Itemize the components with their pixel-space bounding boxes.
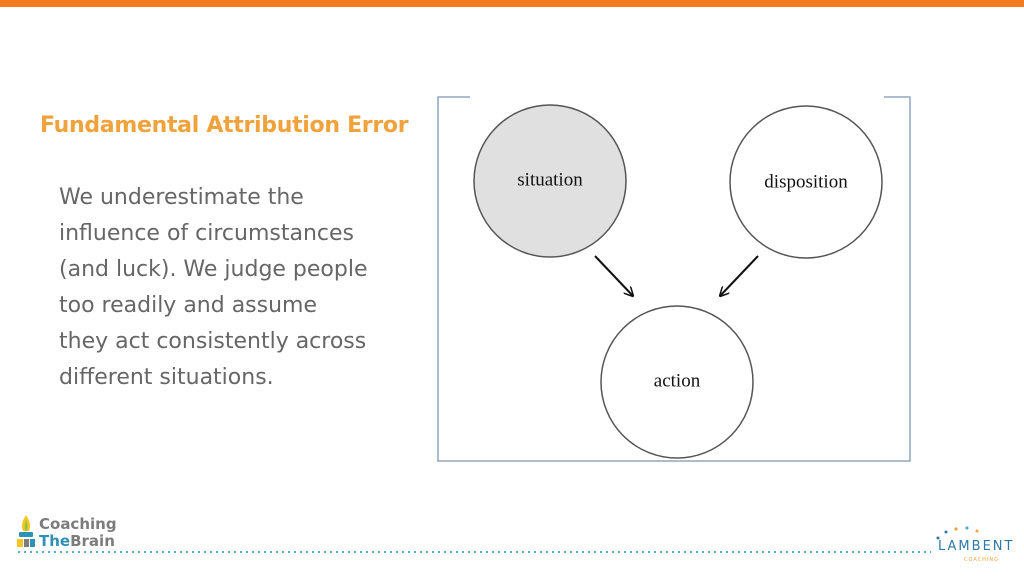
situation-circle: [473, 104, 627, 258]
slide-body-text: We underestimate the influence of circum…: [59, 180, 429, 396]
logo-text-coaching: Coaching: [39, 515, 117, 533]
attribution-diagram: situation disposition action: [437, 96, 911, 462]
lightbulb-icon: [17, 515, 35, 547]
action-label: action: [654, 370, 701, 391]
disposition-label: disposition: [764, 171, 848, 192]
disposition-circle: [729, 105, 883, 259]
logo-text-brain: Brain: [70, 532, 115, 550]
diagram-canvas: situation disposition action: [437, 96, 911, 462]
sparkle-dots-icon: [936, 526, 979, 540]
arrow-situation-to-action: [594, 255, 633, 296]
footer-dotted-line: [16, 551, 931, 553]
coaching-the-brain-logo: Coaching TheBrain: [16, 514, 117, 554]
node-situation: situation: [473, 104, 627, 258]
body-line: too readily and assume: [59, 293, 318, 318]
body-line: We underestimate the: [59, 185, 304, 210]
arrow-disposition-to-action: [720, 255, 759, 296]
slide-title: Fundamental Attribution Error: [40, 113, 409, 138]
lambent-name: LAMBENT: [938, 539, 1015, 554]
body-line: influence of circumstances: [59, 221, 355, 246]
lambent-subtitle: COACHING: [964, 557, 1000, 563]
top-accent-bar: [0, 0, 1024, 7]
node-action: action: [600, 305, 754, 459]
action-circle: [600, 305, 754, 459]
logo-text-the: The: [39, 532, 71, 550]
diagram-frame: [437, 96, 911, 462]
node-disposition: disposition: [729, 105, 883, 259]
body-line: (and luck). We judge people: [59, 257, 368, 282]
body-line: different situations.: [59, 365, 274, 390]
situation-label: situation: [517, 169, 583, 190]
body-line: they act consistently across: [59, 329, 367, 354]
lambent-coaching-logo: LAMBENT COACHING: [926, 526, 1012, 566]
logo-text-thebrain: TheBrain: [39, 533, 115, 549]
